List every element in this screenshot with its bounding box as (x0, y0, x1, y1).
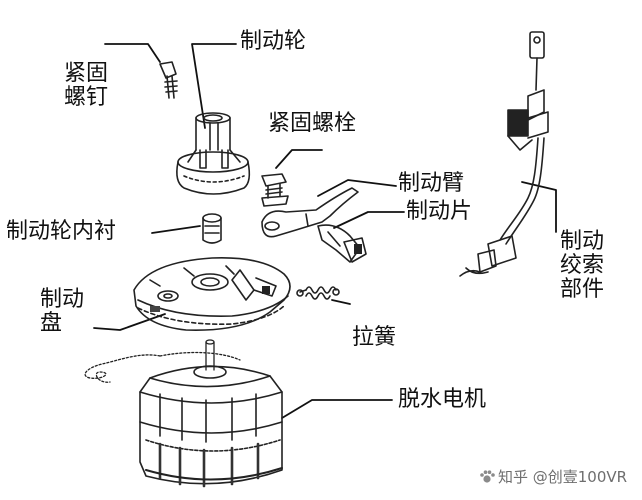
label-tighten-screw-line1: 紧固 (64, 61, 109, 86)
leader-spin-motor (281, 399, 393, 419)
leader-cable-part (521, 181, 557, 233)
leader-brake-arm (317, 179, 397, 197)
brake-disc-part (133, 257, 291, 331)
label-tighten-screw: 紧固 螺钉 (64, 62, 124, 110)
watermark: 知乎 @创壹100VR (478, 466, 627, 487)
label-cable-part-line1: 制动 (560, 229, 605, 254)
label-brake-disc-line1: 制动 (40, 287, 85, 312)
label-brake-arm: 制动臂 (398, 171, 465, 196)
watermark-text: 知乎 @创壹100VR (498, 468, 628, 486)
leader-tension-spring (331, 299, 351, 305)
label-tighten-screw-line2: 螺钉 (64, 85, 109, 110)
leader-tighten-bolt (275, 149, 323, 169)
leader-tighten-screw (104, 43, 161, 63)
label-cable-part: 制动 绞索 部件 (560, 230, 620, 302)
tighten-bolt-part (261, 173, 289, 207)
label-brake-disc-line2: 盘 (40, 311, 63, 336)
leader-brake-wheel (191, 43, 237, 129)
motor-wire-part (84, 339, 241, 383)
brake-wheel-part (176, 112, 251, 195)
label-brake-disc: 制动 盘 (40, 288, 100, 336)
leader-brake-pad (333, 211, 405, 229)
label-brake-wheel-liner: 制动轮内衬 (6, 219, 117, 244)
leader-lines (93, 43, 557, 419)
paw-icon (480, 470, 495, 483)
label-brake-pad: 制动片 (406, 199, 473, 224)
tighten-screw-part (159, 61, 178, 99)
label-brake-wheel: 制动轮 (240, 29, 307, 54)
label-spin-motor: 脱水电机 (398, 387, 487, 412)
leader-brake-wheel-liner (151, 225, 201, 234)
brake-wheel-liner-part (202, 213, 222, 244)
label-tension-spring: 拉簧 (352, 325, 397, 350)
brake-pad-part (317, 224, 367, 263)
brake-cable-part (459, 31, 549, 277)
spin-motor-part (139, 365, 283, 488)
label-cable-part-line2: 绞索 (560, 253, 605, 278)
brake-arm-part (261, 187, 359, 238)
label-cable-part-line3: 部件 (560, 277, 605, 302)
label-tighten-bolt: 紧固螺栓 (268, 111, 357, 136)
tension-spring-part (296, 286, 340, 300)
